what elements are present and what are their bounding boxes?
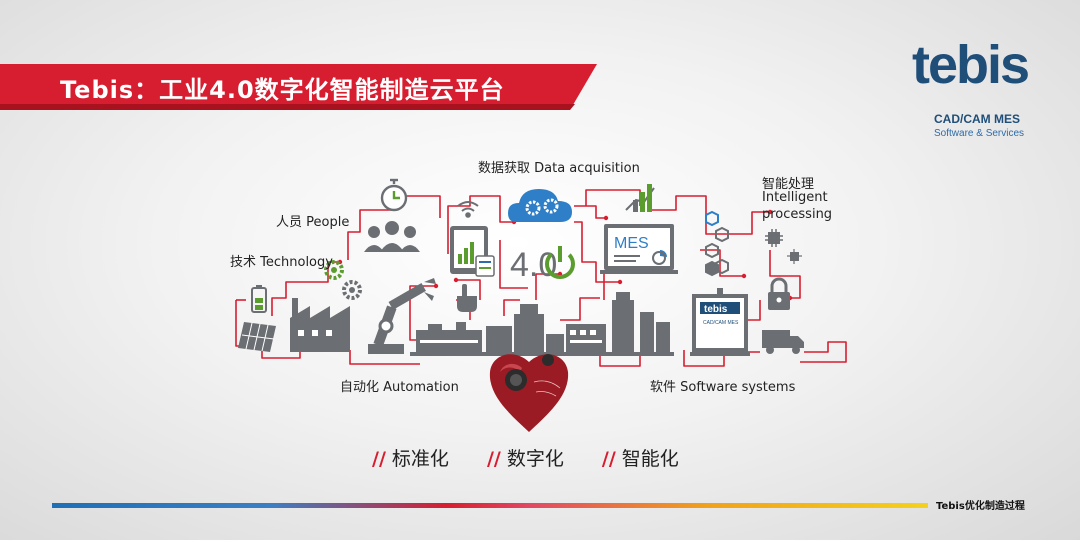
- label-intelligent-cn: 智能处理: [762, 177, 815, 192]
- gear-icon: [324, 260, 362, 300]
- logo-tagline-1: CAD/CAM MES: [934, 112, 1020, 126]
- logo-tagline-2: Software & Services: [934, 128, 1025, 139]
- robot-arm-icon: [368, 278, 436, 354]
- tebis-logo: tebis: [912, 35, 1044, 95]
- machine-sub-text: CAD/CAM MES: [703, 320, 739, 326]
- stopwatch-icon: [380, 178, 408, 212]
- slogan-row: //标准化 //数字化 //智能化: [372, 444, 711, 471]
- battery-icon: [251, 285, 267, 313]
- footer-caption: Tebis优化制造过程: [936, 501, 1025, 512]
- label-software: 软件 Software systems: [650, 380, 796, 395]
- mes-monitor-icon: MES: [600, 224, 678, 274]
- label-people: 人员 People: [276, 215, 350, 230]
- hand-pointer-icon: [457, 284, 477, 312]
- heart-icon: [489, 354, 569, 432]
- footer-gradient-bar: [52, 503, 928, 508]
- lock-icon: [768, 277, 790, 310]
- page-title: Tebis：工业4.0数字化智能制造云平台: [60, 76, 505, 104]
- truck-icon: [762, 330, 804, 354]
- tebis-machine-icon: tebis CAD/CAM MES: [690, 288, 750, 356]
- title-banner: Tebis：工业4.0数字化智能制造云平台: [0, 64, 600, 110]
- production-line-icon: [410, 292, 674, 356]
- people-icon: [364, 221, 420, 252]
- chip-icon: [765, 229, 802, 264]
- banner-shape: [0, 64, 597, 110]
- label-intelligent-en-1: Intelligent: [762, 190, 828, 205]
- label-intelligent-en-2: processing: [762, 207, 833, 222]
- wifi-icon: [457, 201, 479, 218]
- slogan-intelligence: //智能化: [601, 448, 679, 470]
- slogan-digitalization: //数字化: [486, 448, 564, 470]
- label-technology: 技术 Technology: [230, 255, 333, 270]
- tablet-icon: [450, 226, 495, 277]
- logo-wordmark: tebis: [912, 35, 1030, 95]
- machine-logo-text: tebis: [704, 304, 728, 315]
- cloud-gears-icon: [508, 189, 572, 222]
- center-4-0-text: 4.0: [510, 246, 557, 284]
- hexagon-network-icon: [705, 210, 729, 277]
- label-automation: 自动化 Automation: [340, 380, 459, 395]
- solar-panel-icon: [238, 322, 276, 352]
- industry-4-0-icon: 4.0: [510, 246, 575, 284]
- factory-icon: [290, 298, 350, 352]
- mes-label: MES: [614, 235, 649, 252]
- label-data-acquisition: 数据获取 Data acquisition: [478, 161, 640, 176]
- slogan-standardization: //标准化: [372, 448, 449, 470]
- growth-chart-icon: [625, 184, 655, 212]
